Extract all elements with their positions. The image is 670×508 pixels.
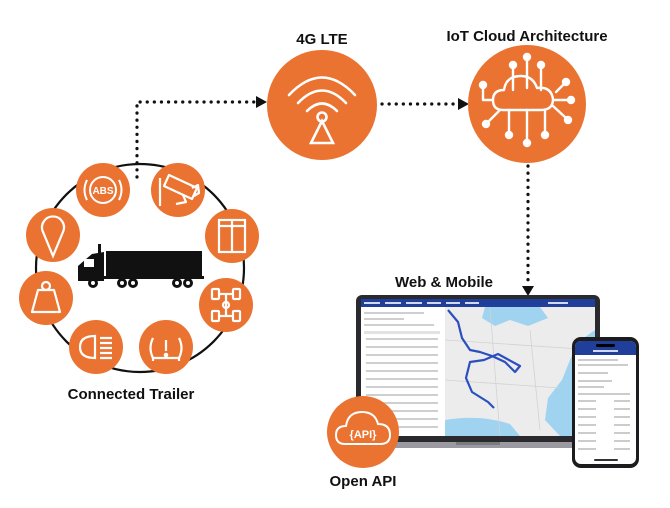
lte-node [267,50,377,160]
antenna-icon [287,76,357,145]
cloud-network-icon [478,52,576,148]
tire-pressure-icon [149,337,183,361]
headlight-node [69,320,123,374]
axle-node [199,278,253,332]
api-text: {API} [350,429,378,441]
arrowhead-to-cloud [458,98,469,110]
location-pin-icon [40,215,66,259]
arrowhead-to-web [522,286,534,296]
open-api-label: Open API [330,473,397,490]
phone-device [572,337,639,468]
arrowheads [256,96,534,296]
door-node [205,209,259,263]
map-roads [444,306,596,437]
lte-label: 4G LTE [296,31,347,48]
cloud-node [468,45,586,163]
open-api-node: {API} [327,396,399,468]
abs-icon: ABS [92,186,113,197]
axle-icon [210,287,242,323]
weight-icon [30,280,62,314]
trailer-door-icon [217,218,247,254]
camera-node [151,163,205,217]
list-rows [364,312,440,428]
map-route [447,309,522,409]
nav-items [364,302,568,304]
tire-pressure-node [139,320,193,374]
phone-rows [578,359,630,450]
dotted-connectors [135,100,530,288]
truck-icon [78,244,204,288]
web-mobile-label: Web & Mobile [395,274,493,291]
camera-icon [158,173,201,206]
cloud-label: IoT Cloud Architecture [446,28,607,45]
weight-node [19,271,73,325]
lte-circle [267,50,377,160]
map-water-lakes [482,307,548,326]
location-node [26,208,80,262]
api-cloud-icon: {API} [334,410,392,445]
map-water-gulf [445,417,520,436]
abs-brake-node: ABS [76,163,130,217]
cloud-circle [468,45,586,163]
arrowhead-to-lte [256,96,267,108]
connected-trailer-label: Connected Trailer [68,386,195,403]
trailer-ring: ABS [19,162,259,374]
headlight-icon [78,334,112,360]
ring-outline [34,162,246,374]
api-circle [327,396,399,468]
